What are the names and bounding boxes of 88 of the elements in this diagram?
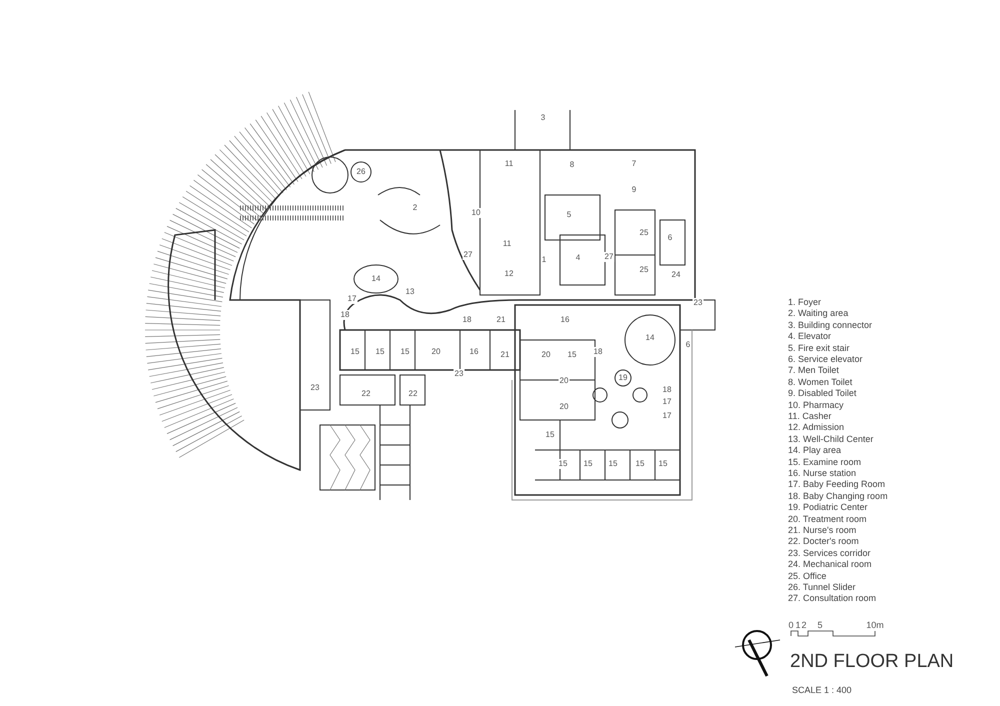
room-number: 26 [356, 167, 366, 177]
room-number: 27 [462, 250, 474, 260]
legend-item: 20. Treatment room [788, 514, 867, 524]
room-number: 24 [670, 270, 682, 280]
room-number: 23 [692, 298, 704, 308]
room-number: 5 [566, 210, 572, 220]
room-number: 17 [662, 411, 672, 421]
legend-item: 11. Casher [788, 412, 832, 421]
scale-number: 5 [818, 621, 822, 630]
room-number: 18 [592, 347, 604, 357]
scale-number: 10m [866, 621, 884, 630]
room-number: 12 [504, 269, 514, 279]
legend-item: 26. Tunnel Slider [788, 583, 856, 592]
legend-item: 4. Elevator [788, 332, 832, 342]
scale-number: 1 [796, 621, 800, 630]
room-number: 3 [540, 113, 546, 123]
room-number: 21 [496, 315, 506, 325]
legend-item: 15. Examine room [788, 458, 862, 467]
legend-item: 17. Baby Feeding Room [788, 480, 886, 490]
room-number: 15 [558, 459, 568, 469]
room-number: 15 [400, 347, 410, 357]
scale-number: 0 [788, 621, 794, 630]
legend-item: 16. Nurse station [788, 469, 856, 478]
room-number: 22 [408, 389, 418, 399]
room-number: 4 [574, 253, 582, 263]
room-number: 15 [582, 459, 594, 469]
room-number: 25 [638, 228, 650, 238]
legend-item: 21. Nurse's room [788, 526, 856, 535]
room-number: 20 [430, 347, 442, 357]
room-number: 15 [608, 459, 618, 469]
room-number: 15 [374, 347, 386, 357]
legend-item: 27. Consultation room [788, 594, 876, 604]
legend-item: 3. Building connector [788, 320, 872, 330]
legend-item: 19. Podiatric Center [788, 503, 868, 512]
room-number: 25 [638, 265, 650, 275]
room-number: 16 [468, 347, 480, 357]
room-number: 15 [658, 459, 668, 469]
room-number: 19 [618, 373, 628, 383]
room-number: 14 [644, 333, 656, 343]
room-number: 21 [500, 350, 510, 360]
legend-item: 24. Mechanical room [788, 560, 872, 570]
room-number: 23 [310, 383, 320, 393]
legend-item: 14. Play area [788, 446, 842, 456]
legend-item: 10. Pharmacy [788, 400, 844, 410]
legend-item: 5. Fire exit stair [788, 344, 850, 353]
room-number: 18 [462, 315, 472, 325]
room-number: 2 [412, 203, 418, 213]
plan-title: 2ND FLOOR PLAN [790, 652, 954, 671]
room-number: 6 [666, 233, 674, 243]
room-number: 20 [558, 376, 570, 386]
scale-note: SCALE 1 : 400 [792, 686, 852, 695]
legend-item: 13. Well-Child Center [788, 434, 874, 444]
room-number: 7 [630, 159, 638, 169]
room-number: 15 [350, 347, 360, 357]
room-number: 8 [568, 160, 576, 170]
room-number: 17 [346, 294, 358, 304]
room-number: 11 [504, 159, 514, 169]
legend-item: 18. Baby Changing room [788, 492, 888, 501]
scale-number: 2 [802, 621, 806, 630]
legend-item: 1. Foyer [788, 298, 822, 307]
room-number: 9 [630, 185, 638, 195]
legend-item: 6. Service elevator [788, 355, 863, 364]
legend-item: 2. Waiting area [788, 309, 848, 318]
room-number: 20 [540, 350, 552, 360]
room-number: 23 [454, 369, 464, 379]
legend-item: 7. Men Toilet [788, 366, 839, 376]
legend-item: 23. Services corridor [788, 548, 871, 558]
room-number: 11 [502, 239, 512, 249]
room-number: 22 [360, 389, 372, 399]
room-number: 20 [558, 402, 570, 412]
room-number: 15 [634, 459, 646, 469]
legend-item: 22. Docter's room [788, 537, 859, 546]
room-number: 16 [560, 315, 570, 325]
legend-item: 12. Admission [788, 423, 844, 432]
room-number: 15 [544, 430, 556, 440]
legend-item: 9. Disabled Toilet [788, 389, 856, 398]
room-number: 18 [340, 310, 350, 320]
legend-item: 25. Office [788, 572, 826, 581]
room-number: 10 [470, 208, 482, 218]
legend-item: 8. Women Toilet [788, 378, 852, 387]
room-number: 18 [662, 385, 672, 395]
room-number: 15 [566, 350, 578, 360]
room-number: 17 [662, 397, 672, 407]
room-number: 6 [684, 340, 692, 350]
room-number: 14 [370, 274, 382, 284]
room-number: 27 [604, 252, 614, 262]
room-number: 13 [404, 287, 416, 297]
room-number: 1 [540, 255, 548, 265]
